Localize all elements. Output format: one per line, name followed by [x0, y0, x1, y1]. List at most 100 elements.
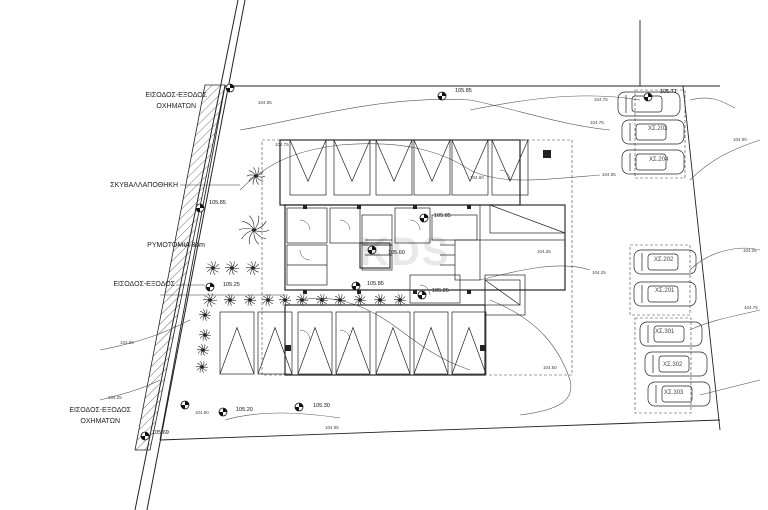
label-meter-room: ΡΥΜΟΤΟΜΙΑ 86m [147, 242, 205, 249]
survey-mark [294, 402, 304, 412]
palm-tree [373, 294, 387, 306]
parked-cars [617, 91, 711, 407]
bay-marking [333, 139, 371, 183]
parking-bay [219, 311, 255, 375]
bay-marking [297, 326, 333, 375]
palm-tree [196, 344, 210, 356]
elevation-4: 105.60 [388, 250, 405, 256]
contour-13: 104.60 [470, 175, 484, 180]
parking-bays-upper [289, 139, 529, 196]
parking-bay [375, 139, 413, 196]
palm-tree [261, 294, 275, 306]
label-entrance-bottom-1: ΕΙΣΟΔΟΣ-ΕΞΟΔΟΣ [69, 407, 131, 414]
parking-bay [335, 311, 371, 375]
elevation-5: 105.85 [367, 281, 384, 287]
palm-tree [202, 293, 218, 307]
contour-11: 104.96 [120, 340, 134, 345]
contour-5: 104.25 [592, 270, 606, 275]
palm-tree [238, 215, 270, 245]
parking-bay [491, 139, 529, 196]
palm-tree [246, 167, 266, 185]
parking-label-202: ΧΣ.202 [654, 257, 674, 263]
survey-mark [180, 400, 190, 410]
contour-1: 104.75 [590, 120, 604, 125]
contour-3: 104.75 [594, 97, 608, 102]
palm-tree [278, 294, 292, 306]
car [647, 381, 711, 407]
elevation-6: 105.25 [223, 282, 240, 288]
car [617, 91, 681, 117]
palm-tree [295, 294, 309, 306]
survey-mark [419, 213, 429, 223]
bay-marking [219, 326, 255, 375]
bay-marking [289, 139, 327, 183]
label-waste-storage: ΣΚΥΒΑΛΛΑΠΟΘΗΚΗ [110, 182, 178, 189]
parking-bay [297, 311, 333, 375]
car-roof [661, 385, 693, 403]
elevation-1: 105.85 [455, 88, 472, 94]
elevation-11: 105.69 [152, 430, 169, 436]
palm-tree [393, 294, 407, 306]
parking-bay [333, 139, 371, 196]
label-entrance-exit: ΕΙΣΟΔΟΣ-ΕΞΟΔΟΣ [113, 281, 175, 288]
parking-bay [413, 139, 451, 196]
setback-lines [261, 89, 692, 414]
watermark: KDS [360, 230, 451, 274]
elevation-9: 105.85 [209, 200, 226, 206]
parking-label-203: ΧΣ.203 [648, 126, 668, 132]
survey-mark [437, 91, 447, 101]
contour-10: 104.95 [258, 100, 272, 105]
columns [285, 150, 551, 351]
parking-label-303: ΧΣ.303 [664, 390, 684, 396]
survey-mark [205, 282, 215, 292]
parking-bay [289, 139, 327, 196]
parking-label-201: ΧΣ.201 [655, 288, 675, 294]
label-entrance-bottom-2: ΟΧΗΜΑΤΩΝ [80, 418, 120, 425]
contour-16: 104.75 [275, 142, 289, 147]
elevation-10: 105.25 [432, 288, 449, 294]
car-roof [647, 285, 679, 303]
contour-4: 104.90 [733, 137, 747, 142]
bay-marking [413, 326, 449, 375]
survey-mark [140, 431, 150, 441]
elevation-8: 105.30 [313, 403, 330, 409]
palm-tree [333, 294, 347, 306]
palm-tree [205, 261, 221, 275]
survey-mark [351, 281, 361, 291]
contour-12: 104.95 [325, 425, 339, 430]
car [621, 119, 685, 145]
ramps [484, 204, 566, 306]
parking-label-301: ΧΣ.301 [655, 329, 675, 335]
palm-tree [224, 261, 240, 275]
label-entrance-top-2: ΟΧΗΜΑΤΩΝ [156, 103, 196, 110]
bay-marking [335, 326, 371, 375]
contour-9: 104.75 [744, 305, 758, 310]
parking-bay [413, 311, 449, 375]
car-roof [635, 153, 667, 171]
elevation-3: 105.85 [434, 213, 451, 219]
palm-tree [315, 294, 329, 306]
parking-bay [257, 311, 293, 375]
car-roof [635, 123, 667, 141]
bay-marking [413, 139, 451, 183]
parking-label-204: ΧΣ.204 [649, 157, 669, 163]
survey-mark [643, 92, 653, 102]
elevation-7: 105.20 [236, 407, 253, 413]
label-leaders [160, 184, 285, 296]
parking-bay [451, 139, 489, 196]
palm-tree [245, 261, 261, 275]
palm-tree [243, 294, 257, 306]
parking-bay [451, 311, 487, 375]
trees [195, 167, 407, 373]
car-roof [658, 355, 690, 373]
car [621, 149, 685, 175]
car-roof [647, 253, 679, 271]
plot-boundary [159, 20, 721, 441]
survey-points [140, 83, 653, 441]
label-entrance-top-1: ΕΙΣΟΔΟΣ-ΕΞΟΔΟΣ [145, 92, 207, 99]
survey-mark [195, 203, 205, 213]
door-swings [299, 169, 511, 341]
palm-tree [198, 309, 212, 321]
contour-8: 104.25 [743, 248, 757, 253]
